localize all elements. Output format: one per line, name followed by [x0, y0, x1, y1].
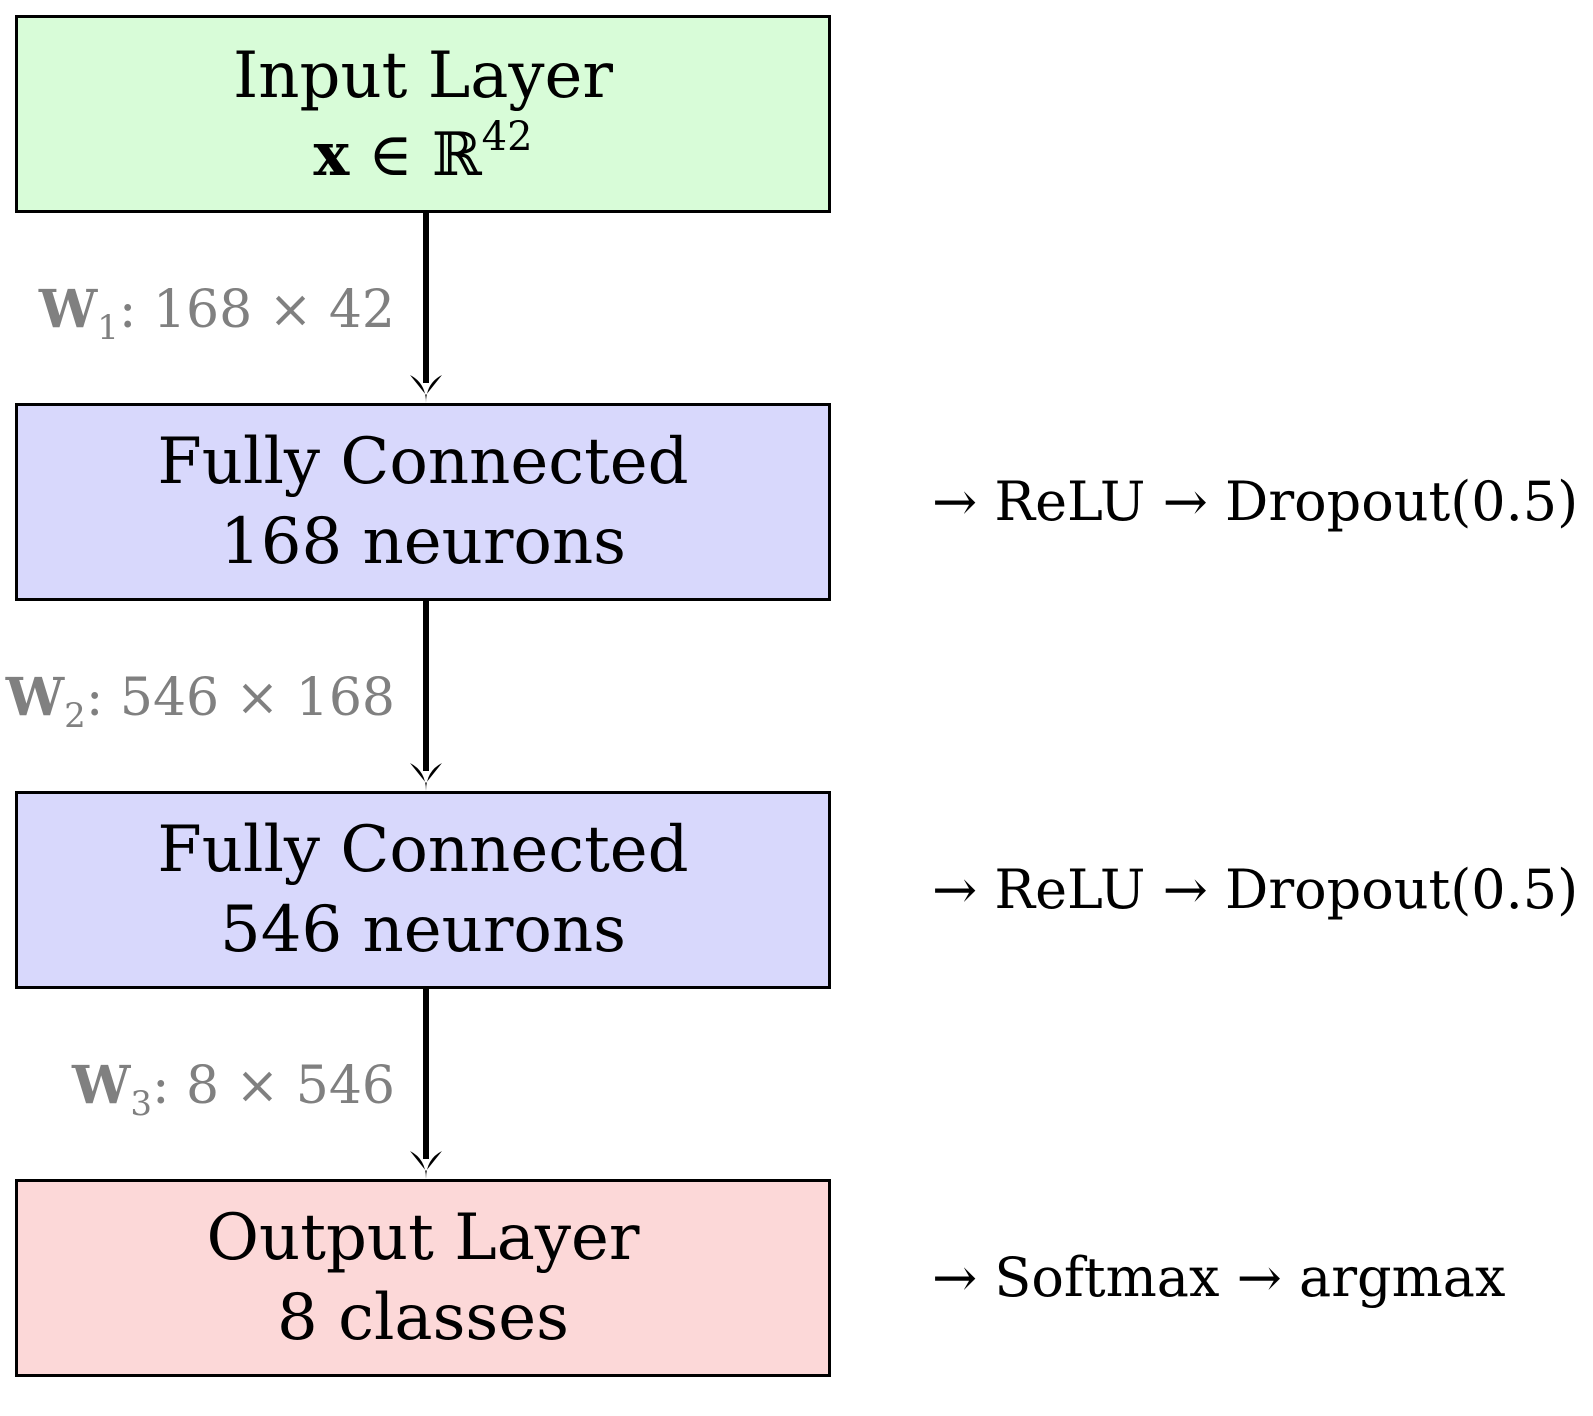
connector-arrow-3 [410, 989, 442, 1181]
element-of-symbol: ∈ [349, 119, 432, 190]
weight-symbol-1: W [38, 279, 98, 340]
hidden-layer-1-size: 168 neurons [220, 505, 626, 579]
input-layer-box: Input Layer x ∈ ℝ42 [15, 15, 831, 213]
weight-label-1: W1: 168 × 42 [39, 284, 395, 346]
hidden-layer-1-box: Fully Connected 168 neurons [15, 403, 831, 601]
weight-label-2: W2: 546 × 168 [6, 672, 395, 734]
weight-subscript-1: 1 [97, 308, 119, 348]
output-layer-classes: 8 classes [277, 1281, 569, 1355]
weight-subscript-3: 3 [130, 1084, 152, 1124]
weight-shape-1: : 168 × 42 [118, 280, 395, 340]
output-layer-title: Output Layer [206, 1201, 640, 1275]
hidden-layer-1-title: Fully Connected [157, 425, 689, 499]
hidden-layer-2-size: 546 neurons [220, 893, 626, 967]
weight-shape-3: : 8 × 546 [151, 1056, 395, 1116]
connector-arrow-1 [410, 213, 442, 405]
weight-shape-2: : 546 × 168 [85, 668, 395, 728]
real-numbers-symbol: ℝ [431, 119, 482, 190]
weight-label-3: W3: 8 × 546 [72, 1060, 395, 1122]
hidden-layer-2-ops: → ReLU → Dropout(0.5) [932, 858, 1579, 921]
output-layer-box: Output Layer 8 classes [15, 1179, 831, 1377]
input-layer-formula: x ∈ ℝ42 [313, 113, 533, 193]
weight-subscript-2: 2 [64, 696, 86, 736]
hidden-layer-2-title: Fully Connected [157, 813, 689, 887]
hidden-layer-1-ops: → ReLU → Dropout(0.5) [932, 470, 1579, 533]
arrowhead-2 [410, 763, 442, 791]
input-vector-symbol: x [313, 119, 350, 190]
weight-symbol-2: W [5, 667, 65, 728]
hidden-layer-2-box: Fully Connected 546 neurons [15, 791, 831, 989]
input-layer-title: Input Layer [232, 38, 614, 113]
arrowhead-1 [410, 375, 442, 403]
output-layer-ops: → Softmax → argmax [932, 1246, 1506, 1309]
input-dimension: 42 [481, 113, 533, 160]
connector-arrow-2 [410, 601, 442, 793]
arrowhead-3 [410, 1151, 442, 1179]
weight-symbol-3: W [71, 1055, 131, 1116]
